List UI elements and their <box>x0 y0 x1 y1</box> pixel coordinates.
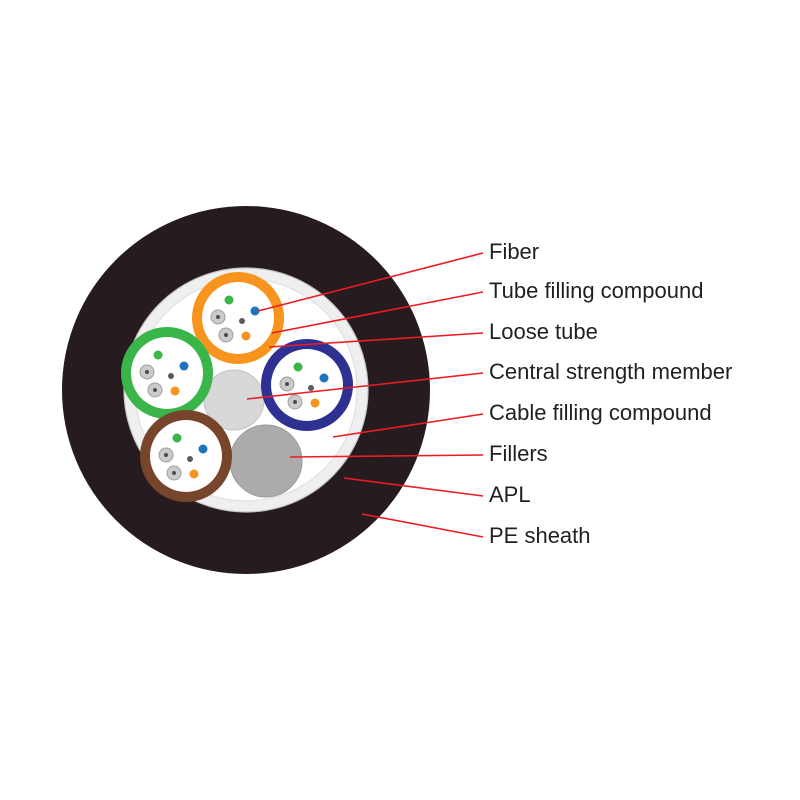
fiber-dot <box>153 350 163 360</box>
fiber-dot <box>179 361 189 371</box>
fiber-dot <box>241 331 251 341</box>
fiber-dot <box>189 469 199 479</box>
label-apl: APL <box>489 482 531 507</box>
fiber-dot <box>168 373 174 379</box>
loose-tube-green <box>121 327 213 419</box>
label-pe-sheath: PE sheath <box>489 523 591 548</box>
fiber-dot <box>293 362 303 372</box>
leader-line-apl <box>343 477 484 497</box>
fiber-bundle-center <box>153 388 157 392</box>
leader-line-cable-filling-compound <box>332 413 484 438</box>
fiber-dot <box>319 373 329 383</box>
fiber-dot <box>310 398 320 408</box>
fiber-bundle-center <box>224 333 228 337</box>
fiber-bundle-center <box>293 400 297 404</box>
fiber-dot <box>224 295 234 305</box>
fiber-bundle-center <box>172 471 176 475</box>
filler <box>229 424 303 498</box>
label-loose-tube: Loose tube <box>489 319 598 344</box>
label-cable-filling-compound: Cable filling compound <box>489 400 712 425</box>
loose-tube-brown <box>140 410 232 502</box>
leader-line-loose-tube <box>268 332 484 348</box>
label-fillers: Fillers <box>489 441 548 466</box>
fiber-dot <box>187 456 193 462</box>
fiber-bundle-center <box>164 453 168 457</box>
loose-tube-orange <box>192 272 284 364</box>
fiber-bundle-center <box>145 370 149 374</box>
loose-tube-blue <box>261 339 353 431</box>
label-fiber: Fiber <box>489 239 539 264</box>
leader-line-central-strength-member <box>246 372 484 400</box>
fiber-dot <box>198 444 208 454</box>
leader-line-fillers <box>289 454 484 458</box>
fiber-dot <box>172 433 182 443</box>
leader-line-pe-sheath <box>361 513 484 538</box>
fiber-dot <box>308 385 314 391</box>
leader-line-tube-filling-compound <box>271 291 484 334</box>
fiber-dot <box>239 318 245 324</box>
label-central-strength-member: Central strength member <box>489 359 732 384</box>
fiber-bundle-center <box>216 315 220 319</box>
fiber-dot <box>170 386 180 396</box>
label-tube-filling-compound: Tube filling compound <box>489 278 703 303</box>
fiber-dot <box>250 306 260 316</box>
leader-line-fiber <box>257 252 484 312</box>
fiber-bundle-center <box>285 382 289 386</box>
